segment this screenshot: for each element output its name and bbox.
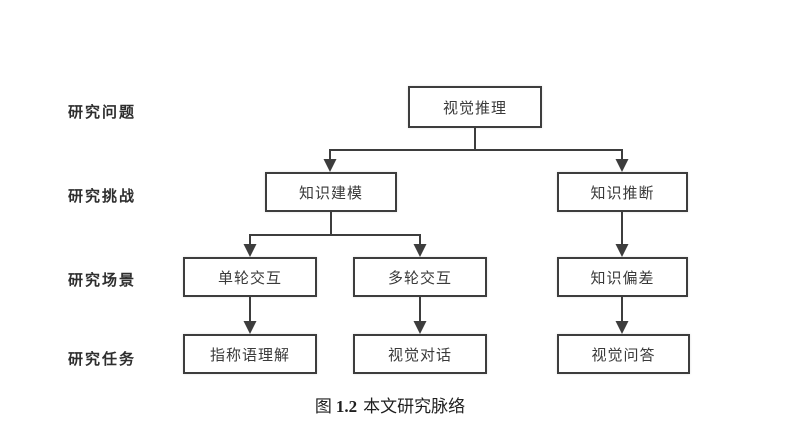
node-visual-question-answering: 视觉问答 (557, 334, 690, 374)
node-knowledge-bias: 知识偏差 (557, 257, 688, 297)
node-knowledge-modeling: 知识建模 (265, 172, 397, 212)
row-label-research-challenge: 研究挑战 (68, 189, 137, 205)
row-label-research-question: 研究问题 (68, 105, 137, 121)
caption-number: 1.2 (335, 397, 358, 416)
caption-title: 本文研究脉络 (363, 397, 466, 416)
row-label-research-task: 研究任务 (68, 352, 137, 368)
node-visual-dialogue: 视觉对话 (353, 334, 487, 374)
node-single-turn-interaction: 单轮交互 (183, 257, 317, 297)
row-label-research-scenario: 研究场景 (68, 273, 137, 289)
caption-figure-word: 图 (314, 397, 332, 416)
node-referring-expression-comprehension: 指称语理解 (183, 334, 317, 374)
node-multi-turn-interaction: 多轮交互 (353, 257, 487, 297)
node-knowledge-inference: 知识推断 (557, 172, 688, 212)
node-visual-reasoning: 视觉推理 (408, 86, 542, 128)
